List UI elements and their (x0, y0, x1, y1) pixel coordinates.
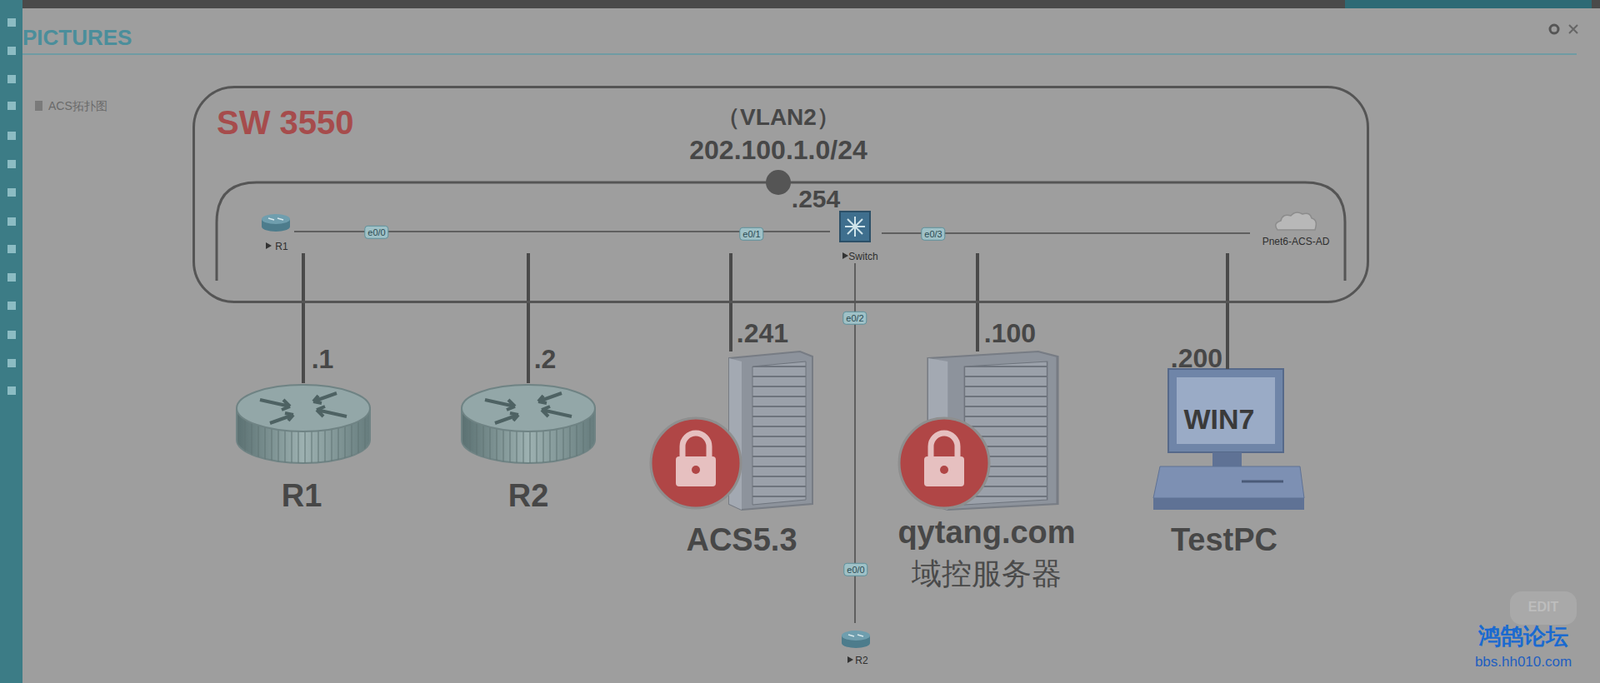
node-label: 域控服务器 (911, 556, 1062, 591)
router-icon: R2 (835, 623, 880, 672)
watermark-url: bbs.hh010.com (1475, 654, 1572, 670)
cloud-icon: Pnet6-ACS-AD (1250, 208, 1342, 249)
node-label: qytang.com (897, 515, 1075, 550)
node-label: 202.100.1.0/24 (689, 135, 868, 165)
domain-server: qytang.com 域控服务器 (890, 351, 1085, 598)
link-line (526, 303, 530, 384)
ip-suffix: .254 (791, 185, 840, 215)
link-line (1225, 303, 1230, 370)
ip-suffix: .100 (984, 318, 1036, 349)
ip-suffix: .2 (534, 344, 557, 375)
port-label: e0/1 (739, 227, 764, 241)
node-label: ACS5.3 (685, 522, 797, 558)
ip-suffix: .241 (736, 318, 789, 349)
link-label: .100 (984, 318, 1036, 350)
button-text: EDIT (1528, 600, 1559, 615)
node-label: SW 3550 (216, 104, 355, 141)
port-label: e0/3 (920, 227, 945, 241)
router: R1 (236, 383, 370, 517)
node-label: R1 (281, 478, 323, 514)
port-label: e0/0 (843, 561, 868, 577)
port-label: e0/1 (739, 225, 764, 241)
node-label: R1 (281, 478, 323, 515)
link-label: e0/3 (920, 225, 945, 241)
router: R2 (461, 383, 595, 517)
node-label: Switch (848, 248, 878, 264)
acs-server: ACS5.3 (650, 351, 821, 560)
dialog-title: PICTURES (22, 25, 132, 50)
watermark: 鸿鹄论坛 (1478, 624, 1569, 650)
node-label: Pnet6-ACS-AD (1262, 233, 1330, 249)
node-label: （VLAN2） (716, 104, 840, 131)
node-label: ACS5.3 (685, 522, 797, 560)
port-label: e0/2 (842, 311, 867, 325)
switch-domain-box: R1Switch Pnet6-ACS-AD SW 3550 （VLAN2） 202.10… (192, 85, 1370, 304)
picture-name: ACS拓扑图 (48, 98, 108, 114)
test-pc: WIN7TestPC (1148, 369, 1307, 561)
link-label: .1 (311, 344, 335, 375)
link-line (301, 303, 305, 384)
link-line (975, 303, 980, 352)
watermark-url: bbs.hh010.com (1475, 654, 1572, 671)
node-label: （VLAN2） (716, 104, 840, 130)
link-label: e0/0 (364, 224, 389, 240)
node-label: R1 (275, 240, 288, 253)
button-text: EDIT (1528, 600, 1559, 615)
link-label: .2 (534, 344, 557, 375)
ip-suffix: .1 (311, 344, 335, 375)
node-label: 域控服务器 (911, 556, 1062, 591)
node-label: R2 (508, 478, 550, 515)
switch-icon: Switch (830, 205, 882, 264)
link-label: .200 (1170, 343, 1223, 375)
router-icon: R1 (257, 208, 295, 254)
node-label: R2 (508, 478, 550, 514)
ip-suffix: .200 (1170, 343, 1223, 374)
port-label: e0/0 (364, 225, 389, 240)
node-label: TestPC (1170, 522, 1278, 560)
node-label: SW 3550 (216, 103, 355, 142)
node-label: R2 (855, 652, 868, 668)
ip-suffix: .254 (791, 185, 840, 213)
port-label: e0/0 (843, 563, 868, 577)
dialog-title: PICTURES (22, 25, 132, 51)
picture-name: ACS拓扑图 (48, 99, 108, 113)
node-label: Switch (848, 250, 878, 263)
node-label: qytang.com (897, 515, 1075, 552)
node-label: WIN7 (1184, 403, 1255, 436)
link-line (729, 303, 733, 352)
link-label: e0/2 (842, 310, 867, 325)
link-label: .241 (736, 318, 789, 350)
node-label: R1 (275, 238, 288, 254)
node-label: TestPC (1170, 522, 1278, 558)
node-label: R2 (855, 655, 868, 667)
node-label: WIN7 (1184, 403, 1255, 435)
watermark: 鸿鹄论坛 (1478, 624, 1569, 650)
node-label: 202.100.1.0/24 (689, 135, 868, 166)
node-label: Pnet6-ACS-AD (1262, 235, 1330, 248)
